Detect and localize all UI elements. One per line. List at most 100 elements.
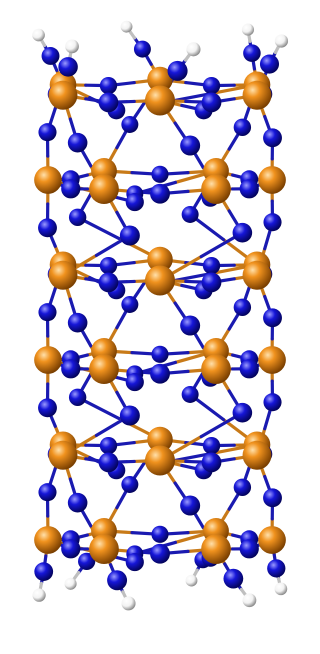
nitrogen-atom: [68, 208, 87, 226]
nitrogen-atom: [263, 213, 282, 232]
nitrogen-atom: [98, 92, 119, 113]
nitrogen-atom: [121, 475, 139, 493]
hydrogen-atom: [274, 582, 288, 596]
nitrogen-atom: [78, 552, 96, 571]
metal-atom: [258, 526, 286, 554]
hydrogen-atom: [64, 577, 77, 590]
metal-atom: [89, 354, 119, 384]
nitrogen-atom: [259, 54, 280, 74]
nitrogen-atom: [202, 256, 221, 275]
nitrogen-atom: [151, 165, 169, 183]
nitrogen-atom: [201, 92, 222, 113]
nitrogen-atom: [267, 559, 286, 578]
hydrogen-atom: [32, 28, 45, 42]
nitrogen-atom: [99, 256, 118, 275]
metal-atom: [201, 534, 231, 564]
nitrogen-atom: [38, 398, 57, 418]
nitrogen-atom: [125, 373, 144, 392]
nitrogen-atom: [119, 225, 140, 246]
metal-atom: [34, 526, 62, 554]
nitrogen-atom: [201, 452, 222, 473]
nitrogen-atom: [239, 179, 259, 199]
nitrogen-atom: [180, 495, 201, 516]
nitrogen-atom: [239, 359, 259, 379]
nitrogen-atom: [38, 123, 57, 142]
hydrogen-atom: [121, 596, 136, 611]
nitrogen-atom: [150, 363, 170, 384]
metal-atom: [242, 260, 272, 290]
nitrogen-atom: [107, 570, 128, 591]
metal-atom: [147, 246, 173, 273]
nitrogen-atom: [181, 385, 199, 403]
metal-atom: [147, 66, 173, 93]
nitrogen-atom: [119, 405, 140, 426]
nitrogen-atom: [181, 205, 199, 223]
nitrogen-atom: [263, 393, 282, 412]
metal-atom: [242, 80, 272, 110]
nitrogen-atom: [150, 183, 170, 204]
nitrogen-atom: [151, 345, 169, 363]
nitrogen-atom: [180, 315, 201, 336]
nitrogen-atom: [233, 118, 252, 136]
nitrogen-atom: [67, 312, 88, 333]
nitrogen-atom: [150, 543, 170, 564]
metal-atom: [89, 534, 119, 564]
nitrogen-atom: [125, 553, 144, 572]
nitrogen-atom: [99, 436, 118, 455]
atom-layer: [32, 20, 289, 611]
nitrogen-atom: [67, 132, 88, 153]
hydrogen-atom: [32, 588, 46, 602]
nitrogen-atom: [263, 488, 282, 508]
nitrogen-atom: [151, 525, 169, 543]
hydrogen-atom: [120, 20, 133, 33]
nitrogen-atom: [38, 218, 57, 238]
nitrogen-atom: [121, 295, 139, 313]
metal-atom: [48, 80, 78, 110]
metal-atom: [201, 354, 231, 384]
hydrogen-atom: [65, 39, 79, 54]
nitrogen-atom: [263, 308, 282, 328]
metal-atom: [145, 445, 175, 476]
nitrogen-atom: [180, 135, 201, 156]
nitrogen-atom: [263, 128, 282, 148]
nitrogen-atom: [223, 568, 244, 589]
hydrogen-atom: [274, 34, 289, 48]
metal-atom: [48, 260, 78, 290]
metal-atom: [34, 346, 62, 374]
hydrogen-atom: [185, 574, 198, 587]
nitrogen-atom: [133, 40, 151, 58]
hydrogen-atom: [186, 42, 201, 57]
metal-atom: [258, 346, 286, 374]
metal-atom: [147, 426, 173, 453]
metal-atom: [89, 174, 119, 204]
nitrogen-atom: [98, 272, 119, 293]
nitrogen-atom: [243, 44, 261, 62]
metal-atom: [145, 265, 175, 296]
nitrogen-atom: [41, 47, 60, 65]
nitrogen-atom: [121, 115, 139, 133]
nitrogen-atom: [98, 452, 119, 473]
nitrogen-atom: [239, 539, 259, 559]
nitrogen-atom: [38, 303, 57, 322]
nitrogen-atom: [68, 388, 87, 406]
nitrogen-atom: [61, 359, 81, 379]
nitrogen-atom: [232, 222, 253, 243]
nitrogen-atom: [167, 60, 188, 81]
nitrogen-atom: [67, 492, 88, 513]
nitrogen-atom: [34, 562, 54, 582]
nitrogen-atom: [201, 272, 222, 293]
nitrogen-atom: [38, 483, 57, 502]
nitrogen-atom: [233, 478, 252, 496]
nitrogen-atom: [202, 436, 221, 455]
metal-atom: [145, 85, 175, 116]
nitrogen-atom: [61, 539, 81, 559]
hydrogen-atom: [242, 593, 257, 608]
nitrogen-atom: [58, 57, 78, 77]
hydrogen-atom: [241, 23, 255, 36]
metal-atom: [242, 440, 272, 470]
nitrogen-atom: [232, 402, 253, 423]
nitrogen-atom: [125, 193, 144, 212]
metal-atom: [48, 440, 78, 470]
metal-atom: [258, 166, 286, 194]
